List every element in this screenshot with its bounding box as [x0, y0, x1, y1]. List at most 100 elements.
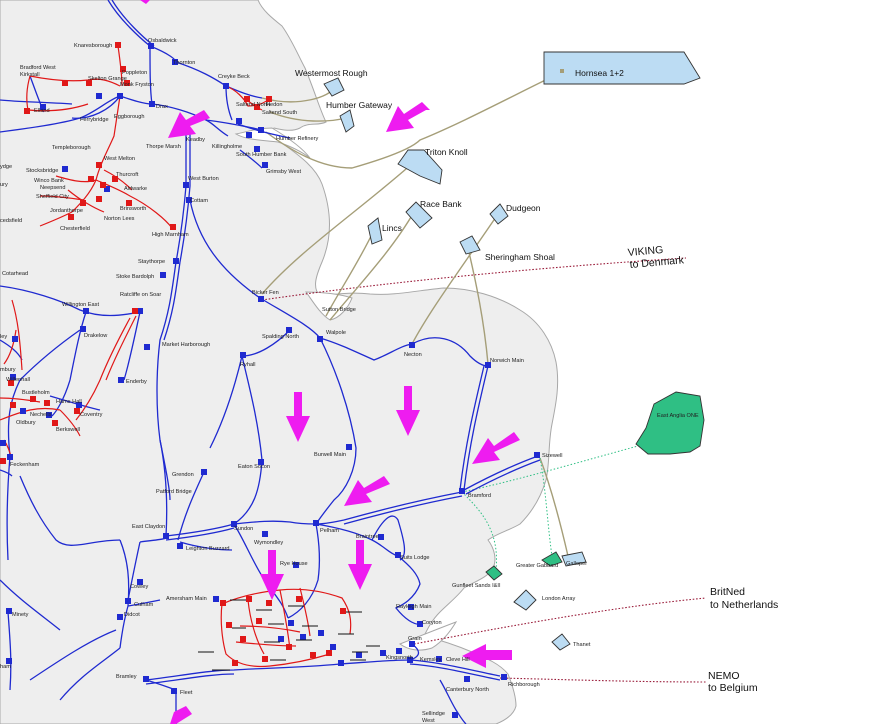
britned-label-dest: to Netherlands [710, 599, 778, 611]
svg-text:Cleve Hill: Cleve Hill [446, 657, 470, 663]
the-wash [305, 291, 353, 321]
humber-estuary [234, 127, 311, 159]
svg-text:Creyke Beck: Creyke Beck [218, 74, 250, 80]
svg-text:Didcot: Didcot [124, 612, 140, 618]
svg-text:Fleet: Fleet [180, 690, 193, 696]
arrow-keadby [168, 110, 210, 138]
dudgeon-farm [489, 203, 509, 225]
svg-text:Minety: Minety [12, 612, 29, 618]
arrow-thames [462, 644, 512, 668]
interconnector-labels: VIKING to Denmark BritNed to Netherlands… [627, 244, 778, 694]
viking-label: VIKING [627, 244, 664, 259]
arrow-pelham [344, 476, 390, 506]
dudgeon-label: Dudgeon [506, 203, 541, 213]
svg-text:West: West [422, 718, 435, 724]
svg-text:ydge: ydge [0, 164, 12, 170]
racebank-label: Race Bank [420, 199, 462, 209]
svg-text:Suits Lodge: Suits Lodge [400, 555, 430, 561]
svg-text:Willington East: Willington East [62, 302, 99, 308]
svg-text:Chesterfield: Chesterfield [60, 226, 90, 232]
svg-text:Bramley: Bramley [116, 674, 137, 680]
svg-text:Norton Lees: Norton Lees [104, 216, 135, 222]
svg-text:High Marnham: High Marnham [152, 232, 189, 238]
londonarray-farm [513, 589, 537, 611]
svg-text:Staythorpe: Staythorpe [138, 259, 165, 265]
humber-farm [339, 109, 355, 133]
lincs-farm [367, 217, 383, 245]
svg-text:Ratcliffe on Soar: Ratcliffe on Soar [120, 292, 161, 298]
londonarray-label: London Array [542, 596, 575, 602]
svg-text:Sellindge: Sellindge [422, 711, 445, 717]
svg-text:Drax: Drax [156, 104, 168, 110]
svg-text:Osbaldwick: Osbaldwick [148, 38, 177, 44]
svg-text:ley: ley [0, 334, 7, 340]
humber-label: Humber Gateway [326, 100, 393, 110]
svg-text:Walpole: Walpole [326, 330, 346, 336]
sheringham-farm [459, 235, 481, 255]
svg-text:Thorpe Marsh: Thorpe Marsh [146, 144, 181, 150]
westermost-farm [323, 77, 345, 97]
greatergabbard-label: Greater Gabbard [516, 563, 558, 569]
gunfleet-farm [485, 565, 503, 581]
eastanglia-farm [635, 391, 705, 455]
svg-text:Feckenham: Feckenham [10, 462, 40, 468]
svg-text:Cottam: Cottam [190, 198, 208, 204]
svg-text:Braintree: Braintree [356, 534, 379, 540]
arrow-bramford [472, 432, 520, 464]
svg-text:Eaton Socon: Eaton Socon [238, 464, 270, 470]
svg-text:East Claydon: East Claydon [132, 524, 165, 530]
offshore-green-cables [461, 439, 661, 571]
gunfleet-label: Gunfleet Sands I&II [452, 583, 501, 589]
network-275kv [0, 45, 352, 668]
svg-text:Ferrybridge: Ferrybridge [80, 117, 109, 123]
svg-text:Stoke Bardolph: Stoke Bardolph [116, 274, 154, 280]
svg-text:Stocksbridge: Stocksbridge [26, 168, 58, 174]
svg-text:Thurcroft: Thurcroft [116, 172, 139, 178]
arrow-london-2 [348, 540, 372, 590]
arrow-london-1 [260, 550, 284, 600]
svg-text:Sutton Bridge: Sutton Bridge [322, 307, 356, 313]
flow-arrows [140, 0, 520, 724]
hornsea-farm [543, 51, 701, 85]
svg-text:Culham: Culham [134, 602, 154, 608]
svg-text:Brinsworth: Brinsworth [120, 206, 146, 212]
svg-text:Neepsend: Neepsend [40, 185, 66, 191]
svg-text:Market Harborough: Market Harborough [162, 342, 210, 348]
svg-text:Bradford West: Bradford West [20, 65, 56, 71]
svg-text:Coventry: Coventry [80, 412, 103, 418]
greatergabbard-farm [541, 551, 563, 567]
triton-label: Triton Knoll [425, 147, 468, 157]
svg-text:Richborough: Richborough [508, 682, 540, 688]
svg-text:Jordanthorpe: Jordanthorpe [50, 208, 83, 214]
svg-text:ham: ham [0, 664, 11, 670]
galloper-label: Galloper [566, 561, 587, 567]
hornsea-point [560, 69, 564, 73]
svg-text:Templeborough: Templeborough [52, 145, 91, 151]
thanet-label: Thanet [573, 642, 591, 648]
svg-text:Canterbury North: Canterbury North [446, 687, 489, 693]
arrow-south [170, 706, 192, 724]
britned-label: BritNed [710, 586, 745, 598]
svg-text:Amersham Main: Amersham Main [166, 596, 207, 602]
svg-text:cedsfield: cedsfield [0, 218, 22, 224]
offshore-farms [323, 51, 705, 651]
arrow-top [140, 0, 150, 4]
svg-text:Bicker Fen: Bicker Fen [252, 290, 279, 296]
svg-text:Sheffield City: Sheffield City [36, 194, 69, 200]
svg-text:ury: ury [0, 182, 8, 188]
svg-text:Spalding North: Spalding North [262, 334, 299, 340]
arrow-midlands-1 [286, 392, 310, 442]
svg-text:Kirkstall: Kirkstall [20, 72, 40, 78]
westermost-label: Westermost Rough [295, 68, 368, 78]
viking-label-dest: to Denmark [629, 254, 685, 271]
arrow-humber [386, 102, 430, 132]
svg-text:Aldwarke: Aldwarke [124, 186, 147, 192]
svg-text:Kemsley: Kemsley [420, 657, 442, 663]
svg-text:Sizewell: Sizewell [542, 453, 563, 459]
thanet-farm [551, 633, 571, 651]
svg-text:West Melton: West Melton [104, 156, 135, 162]
svg-text:Nechells: Nechells [30, 412, 52, 418]
svg-text:West Burton: West Burton [188, 176, 219, 182]
svg-text:South Humber Bank: South Humber Bank [236, 152, 287, 158]
svg-text:Hams Hall: Hams Hall [56, 399, 82, 405]
